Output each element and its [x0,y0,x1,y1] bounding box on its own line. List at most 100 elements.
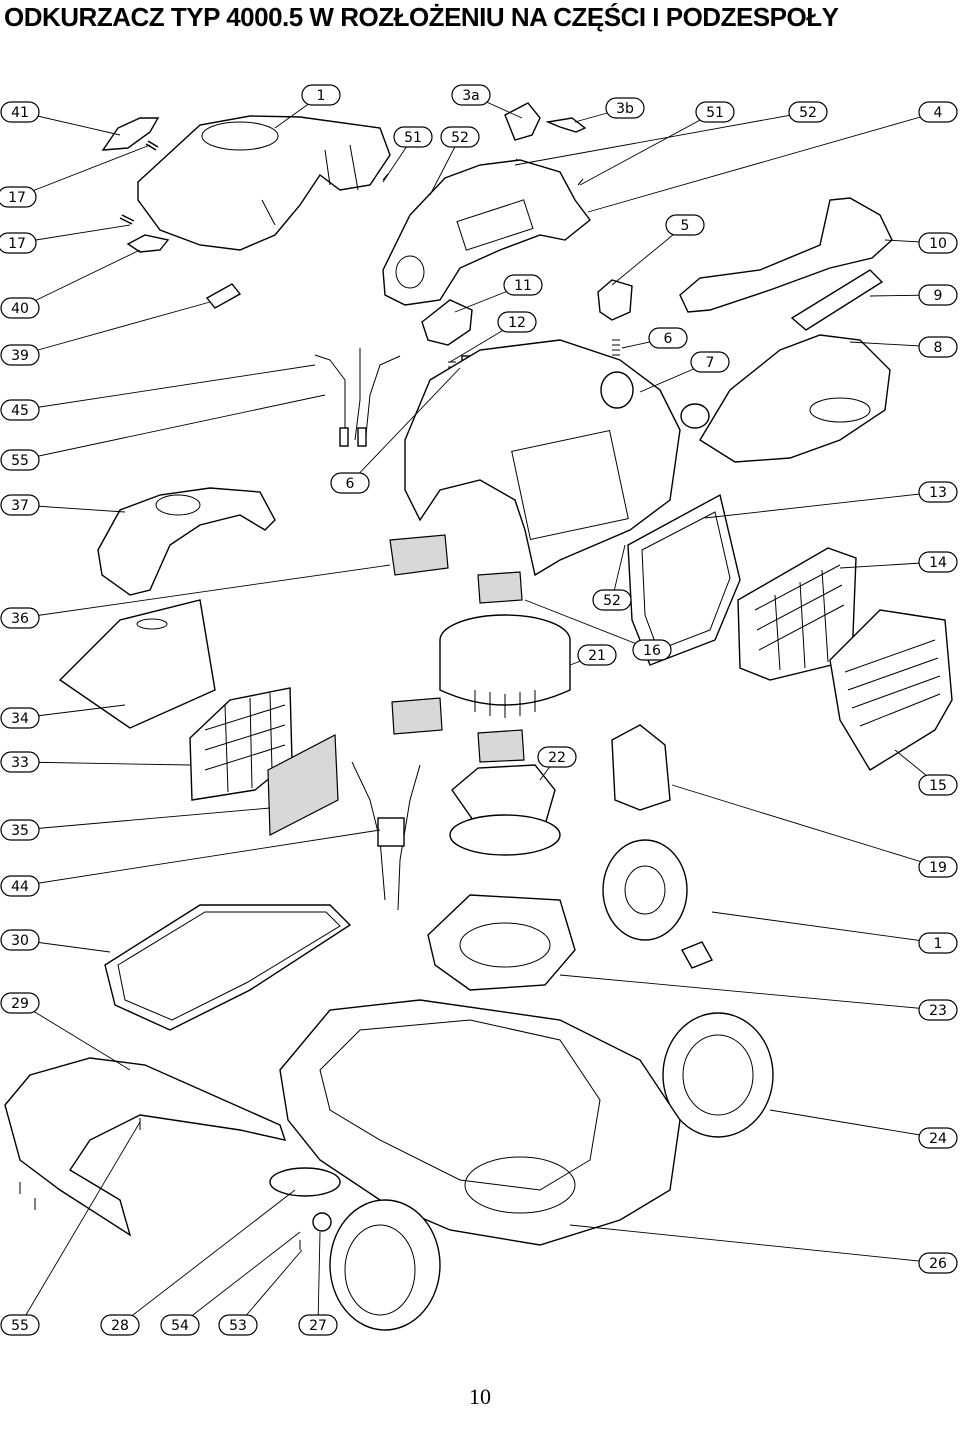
part-capacitor [377,817,405,847]
callout-40: 40 [0,297,40,319]
leader-line [19,807,271,831]
part-mesh [267,734,339,836]
callout-pill [918,551,958,573]
part-top-housing-grille [456,199,534,251]
callout-pill [451,84,491,106]
parts-group [4,102,953,1331]
callout-label: 17 [8,236,26,252]
callout-pill [918,999,958,1021]
leader-line [19,564,391,619]
leader-line [179,1231,301,1326]
leader-line [514,111,809,166]
leader-line [579,111,716,186]
part-top-cover-latch [261,144,359,226]
callout-26: 26 [918,1252,958,1274]
callout-30: 30 [0,929,40,951]
callout-pill [0,992,40,1014]
callout-39: 39 [0,344,40,366]
callout-45: 45 [0,399,40,421]
callout-label: 6 [346,476,355,492]
callout-pill [301,84,341,106]
callout-label: 19 [929,860,947,876]
part-button [421,299,473,346]
part-37-ring [155,494,201,516]
callout-pill [537,746,577,768]
callout-15: 15 [918,774,958,796]
part-foam-36 [389,534,449,576]
callout-label: 14 [929,555,947,571]
part-foam-lower-2 [477,729,525,763]
callout-label: 51 [404,130,422,146]
callout-pill [0,875,40,897]
part-clip [101,117,160,151]
part-wheel-rim [662,1012,774,1138]
callout-51: 51 [695,101,735,123]
callout-53: 53 [218,1314,258,1336]
callout-27: 27 [298,1314,338,1336]
leader-line [19,394,326,461]
callout-44: 44 [0,875,40,897]
callout-28: 28 [100,1314,140,1336]
leader-line [317,1231,321,1326]
callout-pill [918,856,958,878]
callout-label: 12 [508,315,526,331]
part-main-frame-port [600,371,634,409]
callout-label: 33 [11,755,29,771]
part-connector [339,427,349,447]
leader-line [19,249,141,309]
part-bumper-grip [809,397,871,423]
callout-22: 22 [537,746,577,768]
callout-52: 52 [440,126,480,148]
callout-label: 21 [588,648,606,664]
diagram-title: ODKURZACZ TYP 4000.5 W ROZŁOŻENIU NA CZĘ… [4,2,839,32]
callout-35: 35 [0,819,40,841]
callout-pill [918,284,958,306]
callout-8: 8 [918,336,958,358]
part-base [279,999,681,1246]
callout-pill [100,1314,140,1336]
callout-pill [918,932,958,954]
callout-label: 28 [111,1318,129,1334]
callout-pill [648,327,688,349]
callout-pill [788,101,828,123]
callout-17: 17 [0,186,37,208]
callout-21: 21 [577,644,617,666]
callout-pill [690,351,730,373]
callout-label: 4 [934,105,943,121]
leader-line [19,1002,131,1071]
callout-label: 29 [11,996,29,1012]
part-motor-cover-vents [474,690,536,718]
part-cable-reel-inner [624,865,666,915]
callout-label: 52 [451,130,469,146]
callout-11: 11 [503,274,543,296]
leader-lines [16,94,939,1326]
callout-pill [0,297,40,319]
callout-label: 24 [929,1131,947,1147]
callout-pill [665,214,705,236]
callout-label: 39 [11,348,29,364]
part-wheel-rim-inner [682,1034,754,1116]
callout-pill [330,472,370,494]
callout-pill [298,1314,338,1336]
part-hepa-grid [754,564,845,671]
callout-7: 7 [690,351,730,373]
callout-pill [0,232,37,254]
callout-pill [0,819,40,841]
part-bumper-ring [680,403,710,429]
callout-label: 54 [171,1318,189,1334]
part-filter-frame [627,493,741,666]
part-disk [269,1167,341,1197]
part-wire-44 [351,761,421,911]
callout-pill [0,186,37,208]
callout-pill [160,1314,200,1336]
callout-55: 55 [0,1314,40,1336]
callout-pill [918,232,958,254]
part-axle [312,1212,332,1232]
callout-13: 13 [918,481,958,503]
callout-10: 10 [918,232,958,254]
callout-3b: 3b [605,97,645,119]
callout-37: 37 [0,494,40,516]
part-spring-6 [612,339,620,361]
callout-label: 5 [681,218,690,234]
